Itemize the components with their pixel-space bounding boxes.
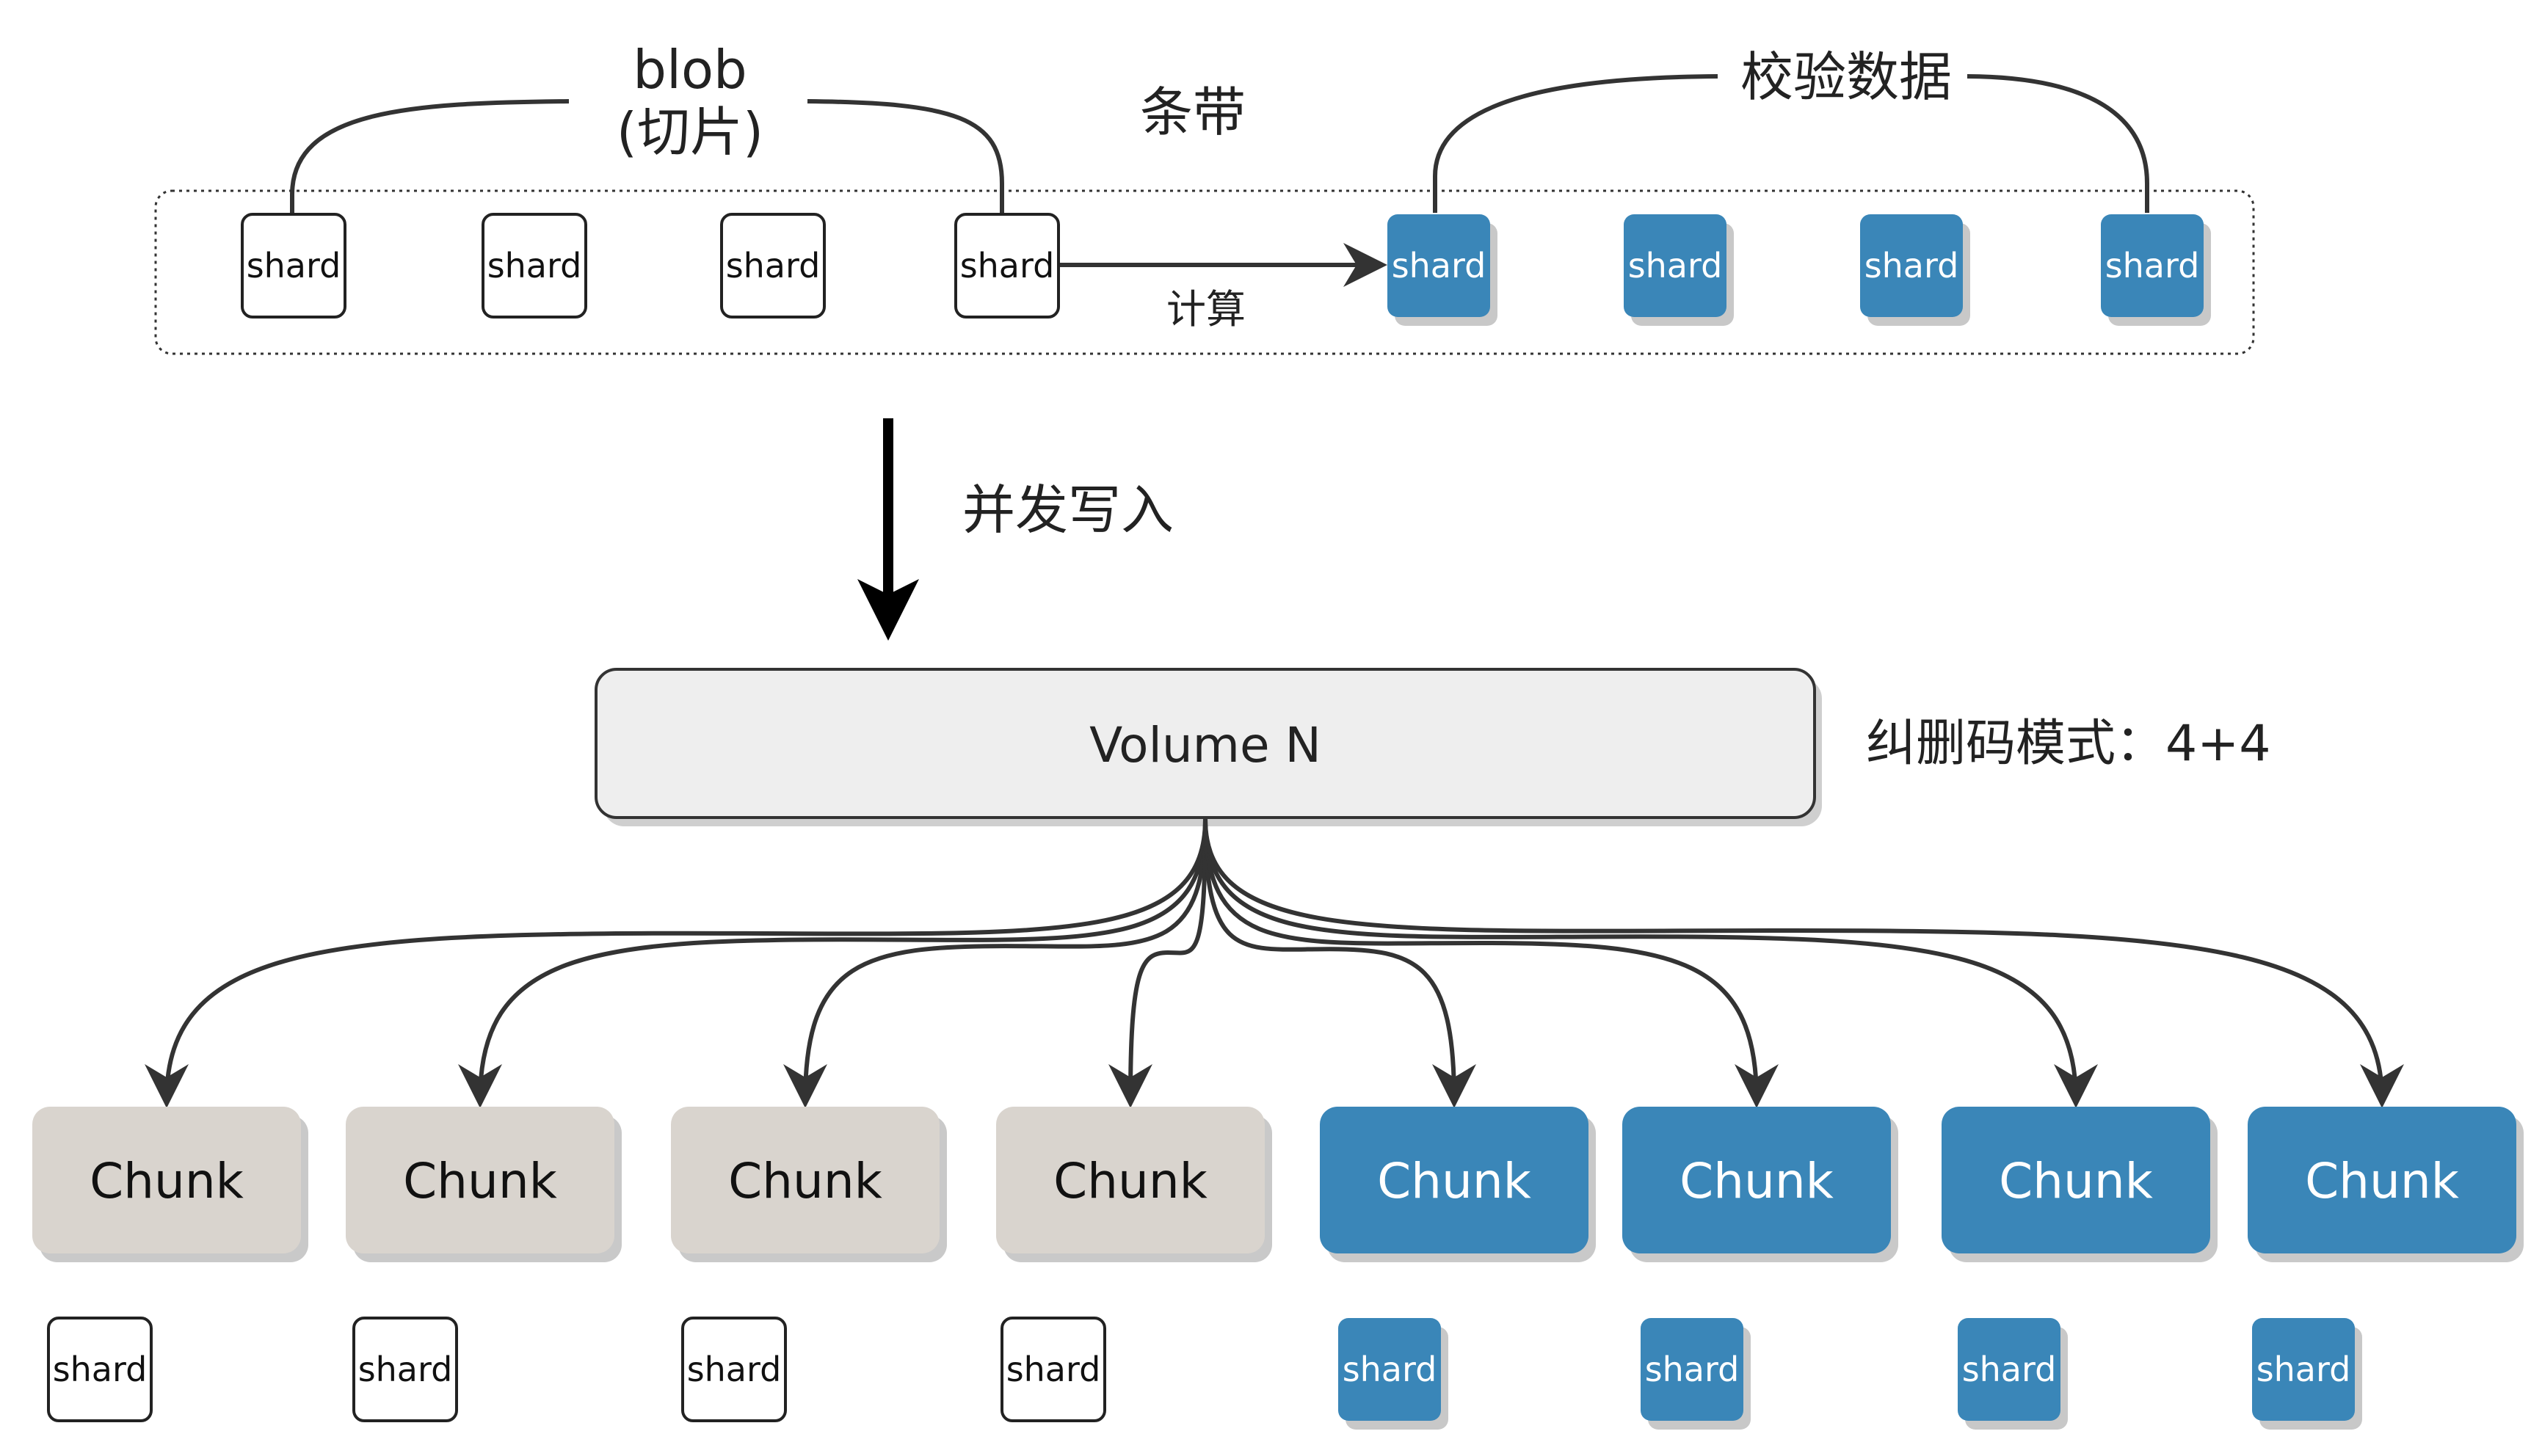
chunk-shard-label: shard: [53, 1350, 148, 1389]
stripe-shard-label: shard: [960, 246, 1055, 285]
chunk-box: [32, 1107, 301, 1253]
chunk-shard-box: [1641, 1318, 1743, 1421]
chunk: Chunk: [1320, 1107, 1596, 1262]
blob-brace-right: [807, 99, 1004, 213]
volume-box: [595, 668, 1816, 819]
chunk-box: [2248, 1107, 2516, 1253]
stripe-shard-label: shard: [726, 246, 821, 285]
chunk-shard: shard: [2252, 1318, 2362, 1430]
stripe-shard-label: shard: [2105, 246, 2200, 285]
chunk: Chunk: [346, 1107, 622, 1262]
chunk-shard-box: [681, 1317, 787, 1422]
chunk-shard-label: shard: [1006, 1350, 1101, 1389]
chunk-box: [1320, 1107, 1588, 1253]
chunk-shard: shard: [1641, 1318, 1751, 1430]
volume-label: Volume N: [1089, 717, 1321, 774]
chunk-shard-label: shard: [1962, 1350, 2057, 1389]
chunk-shard-box: [47, 1317, 153, 1422]
chunk-shard-label: shard: [358, 1350, 453, 1389]
stripe-shard: shard: [720, 213, 826, 318]
chunk-shard-label: shard: [687, 1350, 782, 1389]
chunk: Chunk: [1622, 1107, 1898, 1262]
distribution-arrow: [1108, 818, 1208, 1108]
distribution-arrow: [1203, 818, 2098, 1108]
chunk-box: [671, 1107, 940, 1253]
distribution-arrow: [1203, 818, 2404, 1108]
stripe-shard: shard: [954, 213, 1060, 318]
stripe-shard-box: [954, 213, 1060, 318]
stripe-shard-label: shard: [1628, 246, 1723, 285]
chunk-label: Chunk: [1999, 1153, 2154, 1209]
chunk-label: Chunk: [90, 1153, 244, 1209]
chunk-shard: shard: [1001, 1317, 1106, 1422]
distribution-arrow: [783, 818, 1208, 1108]
ec-mode-label: 纠删码模式：4+4: [1866, 715, 2271, 773]
chunk: Chunk: [32, 1107, 308, 1262]
stripe-shard-box: [482, 213, 587, 318]
stripe-shard-label: shard: [1392, 246, 1486, 285]
stripe-shards: shard shard shard shard shard shard shard shard: [241, 213, 2211, 326]
chunk-label: Chunk: [1053, 1153, 1208, 1209]
stripe-shard-box: [1860, 214, 1963, 317]
stripe-shard: shard: [1860, 214, 1970, 326]
chunk-shard-box: [1958, 1318, 2060, 1421]
chunk-shard: shard: [47, 1317, 153, 1422]
parity-brace-right: [1967, 74, 2149, 213]
chunk: Chunk: [1942, 1107, 2218, 1262]
chunks: Chunk Chunk Chunk Chunk Chunk Chunk Chunk Chunk: [32, 1107, 2524, 1262]
distribution-arrow: [1203, 818, 1779, 1108]
chunk: Chunk: [671, 1107, 947, 1262]
stripe-shard-box: [1387, 214, 1490, 317]
blob-sub-label: (切片): [617, 101, 763, 163]
stripe-shard: shard: [1624, 214, 1734, 326]
chunk-box: [346, 1107, 614, 1253]
distribution-arrow: [458, 818, 1208, 1108]
chunk-shard-label: shard: [2256, 1350, 2351, 1389]
chunk-shard-label: shard: [1343, 1350, 1437, 1389]
stripe-shard-box: [1624, 214, 1726, 317]
chunk-box: [1942, 1107, 2210, 1253]
distribution-curves: [145, 818, 2404, 1108]
parity-label: 校验数据: [1740, 46, 1952, 108]
stripe-shard: shard: [2101, 214, 2211, 326]
stripe-shard-box: [720, 213, 826, 318]
parity-brace-left: [1433, 74, 1718, 213]
write-label: 并发写入: [962, 479, 1174, 541]
chunk: Chunk: [2248, 1107, 2524, 1262]
chunk: Chunk: [996, 1107, 1272, 1262]
chunk-label: Chunk: [1377, 1153, 1532, 1209]
stripe-shard: shard: [241, 213, 346, 318]
chunk-box: [996, 1107, 1265, 1253]
chunk-label: Chunk: [1680, 1153, 1834, 1209]
chunk-shard: shard: [1958, 1318, 2068, 1430]
chunk-shard-box: [2252, 1318, 2355, 1421]
chunk-shard: shard: [352, 1317, 458, 1422]
chunk-label: Chunk: [403, 1153, 558, 1209]
chunk-shard: shard: [681, 1317, 787, 1422]
stripe-shard: shard: [1387, 214, 1497, 326]
chunk-shard-label: shard: [1645, 1350, 1740, 1389]
stripe-shard-label: shard: [247, 246, 341, 285]
stripe-shard-label: shard: [487, 246, 582, 285]
chunk-shard-box: [352, 1317, 458, 1422]
distribution-arrow: [1203, 818, 1476, 1108]
chunk-shard-box: [1001, 1317, 1106, 1422]
compute-label: 计算: [1166, 286, 1246, 332]
chunk-shard: shard: [1338, 1318, 1448, 1430]
stripe-shard-label: shard: [1864, 246, 1959, 285]
chunk-box: [1622, 1107, 1891, 1253]
stripe-shard: shard: [482, 213, 587, 318]
blob-label: blob: [633, 39, 747, 101]
chunk-shard-box: [1338, 1318, 1441, 1421]
chunk-shards: shard shard shard shard shard shard shard shard: [47, 1317, 2362, 1430]
chunk-label: Chunk: [728, 1153, 883, 1209]
distribution-arrow: [145, 818, 1208, 1108]
stripe-label: 条带: [1140, 81, 1246, 143]
chunk-label: Chunk: [2305, 1153, 2460, 1209]
stripe-shard-box: [241, 213, 346, 318]
blob-brace-left: [290, 99, 570, 213]
stripe-shard-box: [2101, 214, 2204, 317]
